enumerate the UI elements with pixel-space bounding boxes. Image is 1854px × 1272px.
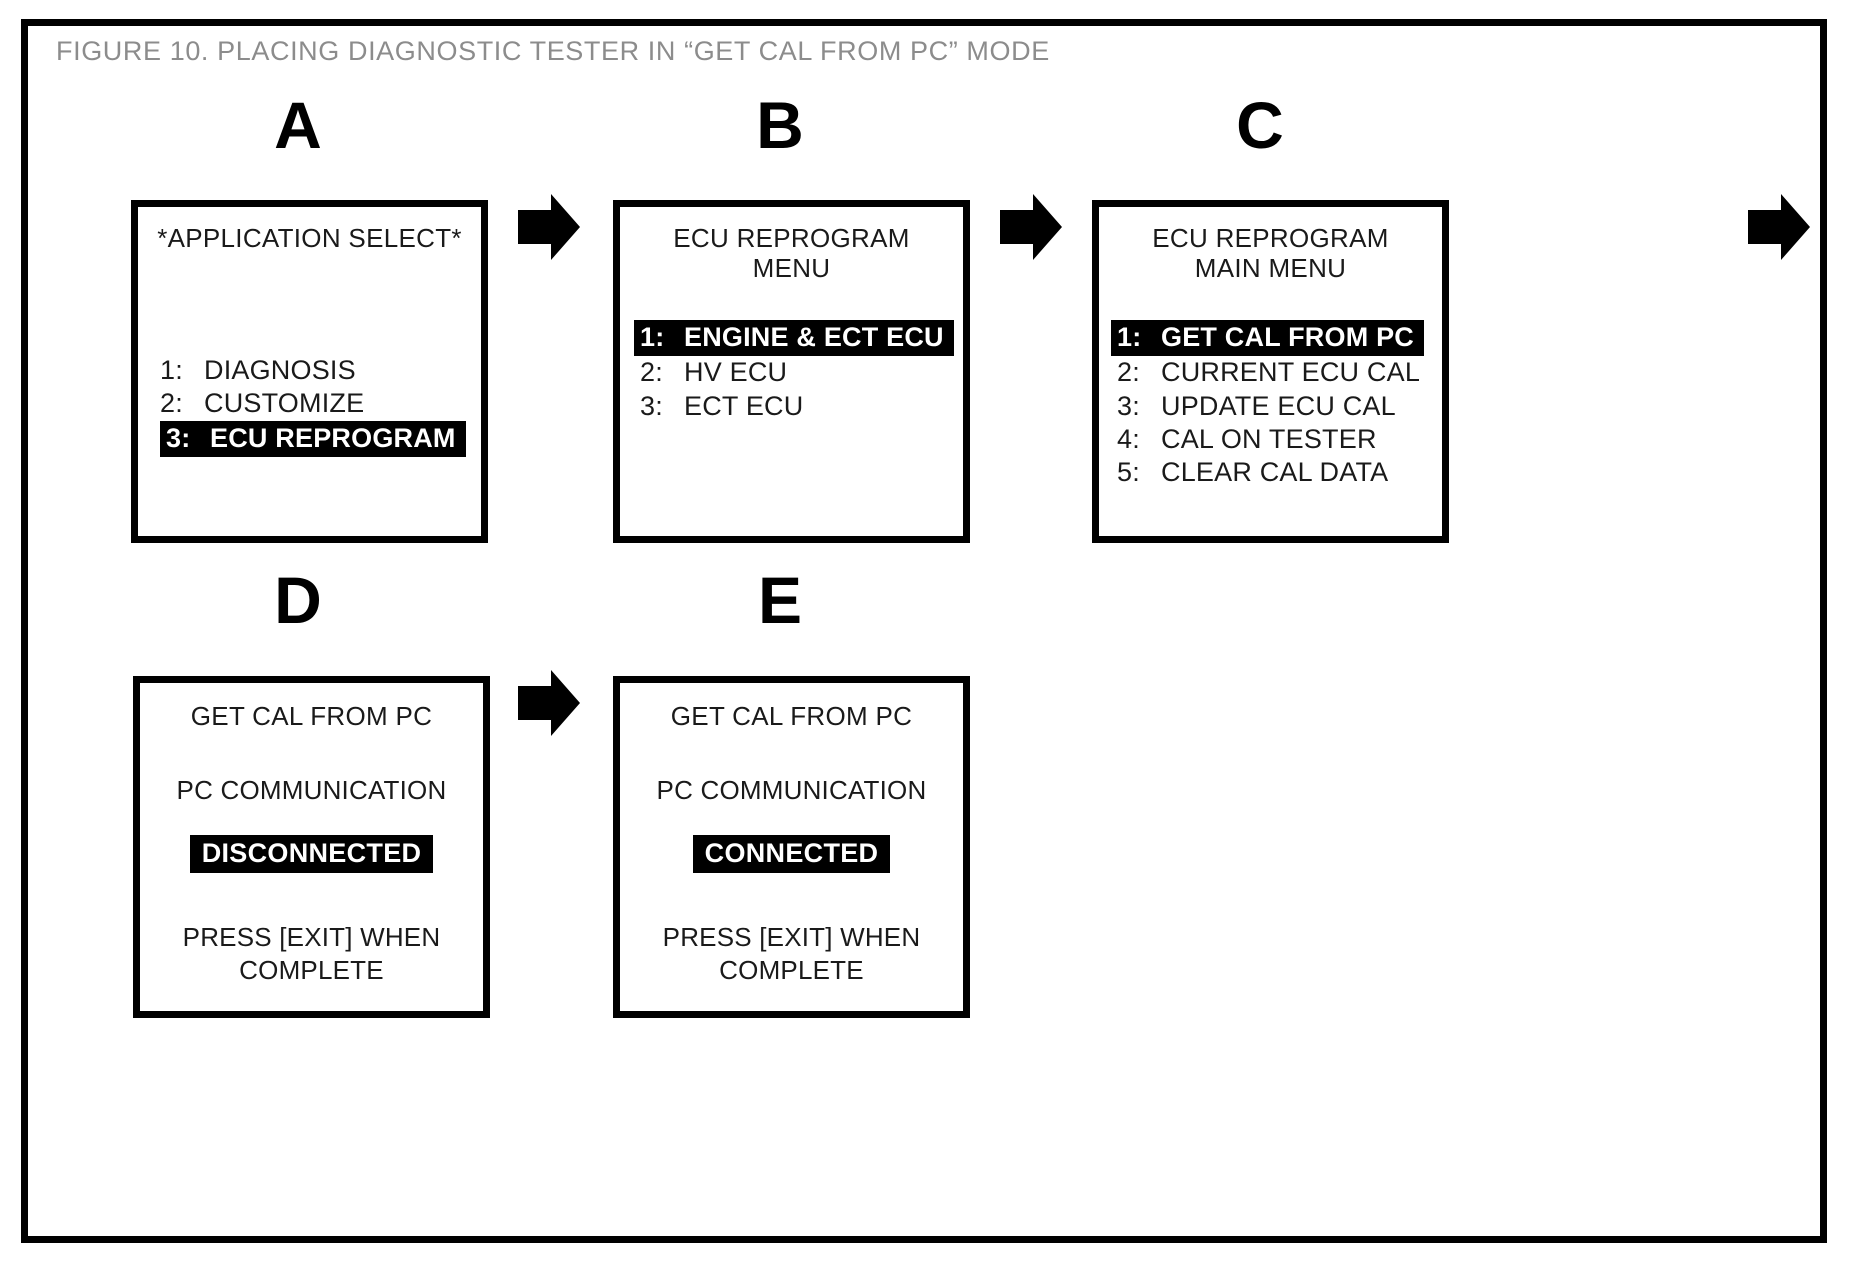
screen-panel-a: *APPLICATION SELECT* 1: DIAGNOSIS 2: CUS…	[131, 200, 488, 543]
screen-b-menu: 1: ENGINE & ECT ECU 2: HV ECU 3: ECT ECU	[634, 320, 954, 423]
menu-item-number: 4:	[1117, 423, 1140, 454]
screen-d-title: GET CAL FROM PC	[190, 701, 433, 731]
screen-c-title: ECU REPROGRAM MAIN MENU	[1152, 223, 1389, 284]
screen-panel-d: GET CAL FROM PC PC COMMUNICATION DISCONN…	[133, 676, 490, 1018]
menu-item-number: 3:	[166, 422, 191, 453]
menu-item-current-ecu-cal[interactable]: 2: CURRENT ECU CAL	[1111, 356, 1420, 389]
menu-item-number: 1:	[1117, 322, 1142, 352]
menu-item-hv-ecu[interactable]: 2: HV ECU	[634, 356, 787, 389]
screen-e-status-label: PC COMMUNICATION	[656, 775, 927, 805]
menu-item-ect-ecu[interactable]: 3: ECT ECU	[634, 390, 803, 423]
menu-item-customize[interactable]: 2: CUSTOMIZE	[160, 387, 364, 420]
menu-item-label: DIAGNOSIS	[204, 355, 356, 385]
panel-letter-a: A	[274, 88, 322, 162]
arrow-b-to-c-icon	[1000, 192, 1062, 262]
screen-a-menu: 1: DIAGNOSIS 2: CUSTOMIZE 3: ECU REPROGR…	[160, 354, 466, 457]
menu-item-number: 1:	[160, 355, 183, 385]
menu-item-number: 1:	[640, 322, 665, 352]
figure-title: FIGURE 10. PLACING DIAGNOSTIC TESTER IN …	[56, 36, 1050, 66]
panel-letter-e: E	[757, 563, 803, 637]
menu-item-label: CURRENT ECU CAL	[1161, 357, 1421, 388]
arrow-c-to-d-icon	[1748, 192, 1810, 262]
menu-item-number: 5:	[1117, 457, 1140, 488]
menu-item-number: 2:	[160, 388, 183, 419]
screen-panel-c: ECU REPROGRAM MAIN MENU 1: GET CAL FROM …	[1092, 200, 1449, 543]
menu-item-label: ECT ECU	[684, 390, 804, 421]
menu-item-label: HV ECU	[684, 357, 788, 388]
menu-item-number: 2:	[1117, 357, 1140, 388]
menu-item-label: GET CAL FROM PC	[1161, 322, 1415, 352]
panel-letter-b: B	[756, 88, 804, 162]
screen-b-title: ECU REPROGRAM MENU	[673, 223, 910, 284]
menu-item-number: 3:	[1117, 390, 1140, 421]
panel-letter-d: D	[274, 563, 322, 637]
arrow-a-to-b-icon	[518, 192, 580, 262]
screen-e-status-wrap: CONNECTED	[620, 835, 963, 873]
menu-item-diagnosis[interactable]: 1: DIAGNOSIS	[160, 354, 356, 387]
screen-d-status-wrap: DISCONNECTED	[140, 835, 483, 873]
menu-item-get-cal-from-pc[interactable]: 1: GET CAL FROM PC	[1111, 320, 1425, 357]
screen-e-footer: PRESS [EXIT] WHEN COMPLETE	[662, 922, 921, 985]
screen-d-status-label: PC COMMUNICATION	[176, 775, 447, 805]
menu-item-label: CUSTOMIZE	[204, 388, 365, 419]
menu-item-cal-on-tester[interactable]: 4: CAL ON TESTER	[1111, 423, 1377, 456]
menu-item-label: ECU REPROGRAM	[210, 422, 456, 453]
screen-e-title: GET CAL FROM PC	[670, 701, 913, 731]
screen-c-menu: 1: GET CAL FROM PC 2: CURRENT ECU CAL 3:…	[1111, 320, 1425, 490]
status-badge-connected: CONNECTED	[692, 835, 891, 873]
menu-item-label: CLEAR CAL DATA	[1161, 457, 1389, 488]
menu-item-number: 3:	[640, 390, 663, 421]
menu-item-number: 2:	[640, 357, 663, 388]
menu-item-label: ENGINE & ECT ECU	[684, 322, 944, 352]
menu-item-ecu-reprogram[interactable]: 3: ECU REPROGRAM	[160, 420, 466, 457]
menu-item-update-ecu-cal[interactable]: 3: UPDATE ECU CAL	[1111, 390, 1396, 423]
arrow-d-to-e-icon	[518, 668, 580, 738]
screen-panel-b: ECU REPROGRAM MENU 1: ENGINE & ECT ECU 2…	[613, 200, 970, 543]
screen-panel-e: GET CAL FROM PC PC COMMUNICATION CONNECT…	[613, 676, 970, 1018]
screen-d-footer: PRESS [EXIT] WHEN COMPLETE	[182, 922, 441, 985]
panel-letter-c: C	[1236, 88, 1284, 162]
menu-item-engine-ect-ecu[interactable]: 1: ENGINE & ECT ECU	[634, 320, 954, 357]
menu-item-clear-cal-data[interactable]: 5: CLEAR CAL DATA	[1111, 456, 1388, 489]
menu-item-label: CAL ON TESTER	[1161, 423, 1377, 454]
screen-a-title: *APPLICATION SELECT*	[157, 223, 462, 253]
menu-item-label: UPDATE ECU CAL	[1161, 390, 1396, 421]
status-badge-disconnected: DISCONNECTED	[189, 835, 434, 873]
